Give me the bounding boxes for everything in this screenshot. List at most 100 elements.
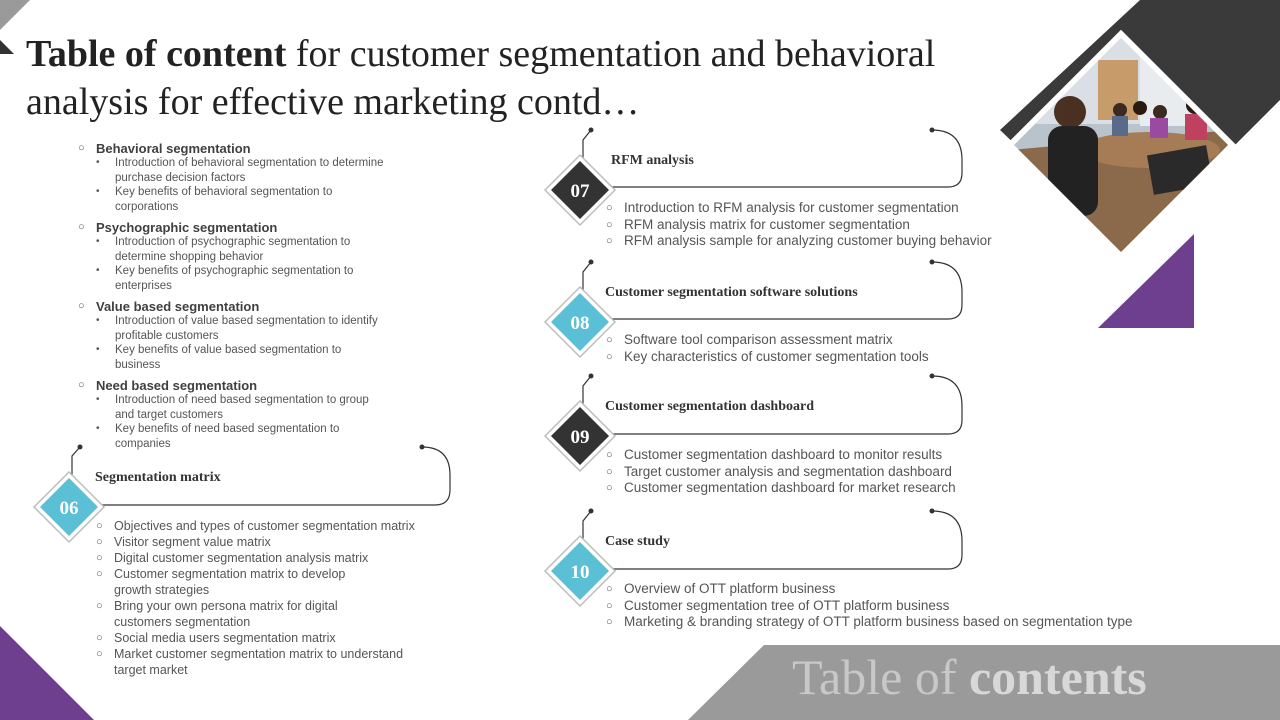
circle-bullet-icon: ○ xyxy=(606,599,613,612)
section-09-frame xyxy=(543,373,963,473)
bottom-left-purple-triangle xyxy=(0,626,94,720)
topic-group: ○ Behavioral segmentation • Introduction o… xyxy=(78,141,438,214)
page-title-rest: for customer segmentation and behavioral… xyxy=(26,33,936,123)
section-item: Objectives and types of customer segment… xyxy=(114,519,415,533)
circle-bullet-icon: ○ xyxy=(606,202,613,214)
circle-bullet-icon: ○ xyxy=(78,379,85,391)
section-item: Visitor segment value matrix xyxy=(114,535,271,549)
dot-bullet-icon: • xyxy=(96,265,100,276)
section-item: Customer segmentation dashboard for mark… xyxy=(624,480,956,495)
section-item: Key characteristics of customer segmenta… xyxy=(624,348,929,364)
circle-bullet-icon: ○ xyxy=(96,536,103,548)
circle-bullet-icon: ○ xyxy=(96,568,103,580)
section-number-07: 07 xyxy=(571,181,591,202)
topic-heading: Value based segmentation xyxy=(96,299,260,314)
section-title-07: RFM analysis xyxy=(611,153,694,168)
dot-bullet-icon: • xyxy=(96,315,100,326)
dot-bullet-icon: • xyxy=(96,394,100,405)
section-item: Overview of OTT platform business xyxy=(624,581,836,596)
section-06-frame xyxy=(32,444,451,544)
section-06-items: ○ Objectives and types of customer segmen… xyxy=(96,518,456,678)
topic-item: Introduction of need based segmentation … xyxy=(115,394,369,421)
circle-bullet-icon: ○ xyxy=(78,142,85,154)
circle-bullet-icon: ○ xyxy=(96,632,103,644)
circle-bullet-icon: ○ xyxy=(606,449,613,461)
section-item: Customer segmentation matrix to develop … xyxy=(114,567,346,597)
dot-bullet-icon: • xyxy=(96,423,100,434)
section-item: RFM analysis sample for analyzing custom… xyxy=(624,233,992,248)
number-diamond-10 xyxy=(551,542,609,600)
section-item: Marketing & branding strategy of OTT pla… xyxy=(624,614,1133,629)
section-item: Introduction to RFM analysis for custome… xyxy=(624,200,959,215)
number-diamond-08 xyxy=(551,293,609,351)
circle-bullet-icon: ○ xyxy=(606,218,613,231)
topic-item: Key benefits of psychographic segmentati… xyxy=(115,265,354,292)
topic-heading: Need based segmentation xyxy=(96,378,258,393)
topic-item: Key benefits of value based segmentation… xyxy=(115,344,342,371)
section-title-08: Customer segmentation software solutions xyxy=(605,285,858,300)
dot-bullet-icon: • xyxy=(96,186,100,197)
section-title-10: Case study xyxy=(605,534,670,549)
section-item: Customer segmentation dashboard to monit… xyxy=(624,447,943,462)
section-number-10: 10 xyxy=(571,562,590,583)
circle-bullet-icon: ○ xyxy=(606,334,613,346)
topic-item: Key benefits of behavioral segmentation … xyxy=(115,186,333,213)
circle-bullet-icon: ○ xyxy=(606,616,613,628)
circle-bullet-icon: ○ xyxy=(606,235,613,247)
number-diamond-06 xyxy=(40,478,98,536)
circle-bullet-icon: ○ xyxy=(96,648,103,660)
number-diamond-07 xyxy=(551,161,609,219)
right-purple-triangle xyxy=(1098,234,1194,328)
top-left-small-arrow xyxy=(0,40,14,54)
section-07-frame xyxy=(543,127,963,227)
topic-group: ○ Need based segmentation • Introduction o… xyxy=(78,378,438,451)
dot-bullet-icon: • xyxy=(96,236,100,247)
section-item: Target customer analysis and segmentatio… xyxy=(624,463,952,479)
topic-heading: Psychographic segmentation xyxy=(96,220,278,235)
section-item: Digital customer segmentation analysis m… xyxy=(114,551,369,565)
section-08-items: ○ Software tool comparison assessment mat… xyxy=(606,332,929,365)
section-number-08: 08 xyxy=(571,313,590,334)
footer-light-text: Table of xyxy=(792,649,969,705)
circle-bullet-icon: ○ xyxy=(606,583,613,595)
circle-bullet-icon: ○ xyxy=(96,600,103,612)
topic-heading: Behavioral segmentation xyxy=(96,141,251,156)
left-topic-list: ○ Behavioral segmentation • Introduction o… xyxy=(78,141,438,457)
topic-item: Introduction of value based segmentation… xyxy=(115,315,378,342)
topic-item: Key benefits of need based segmentation … xyxy=(115,423,340,450)
circle-bullet-icon: ○ xyxy=(78,300,85,312)
section-09-items: ○ Customer segmentation dashboard to moni… xyxy=(606,447,956,497)
circle-bullet-icon: ○ xyxy=(96,552,103,564)
page-title-bold: Table of content xyxy=(26,33,287,75)
dot-bullet-icon: • xyxy=(96,157,100,168)
footer-bold-text: contents xyxy=(968,649,1147,705)
top-left-corner-triangle xyxy=(0,0,30,30)
section-item: Market customer segmentation matrix to u… xyxy=(114,647,404,677)
section-number-06: 06 xyxy=(60,498,79,519)
footer-watermark-title: Table of contents xyxy=(792,648,1147,706)
circle-bullet-icon: ○ xyxy=(96,520,103,532)
circle-bullet-icon: ○ xyxy=(606,482,613,494)
section-number-09: 09 xyxy=(571,427,590,448)
topic-item: Introduction of psychographic segmentati… xyxy=(115,236,351,263)
section-item: Bring your own persona matrix for digita… xyxy=(114,599,338,629)
circle-bullet-icon: ○ xyxy=(606,465,613,478)
circle-bullet-icon: ○ xyxy=(606,350,613,363)
section-item: RFM analysis matrix for customer segment… xyxy=(624,216,910,232)
section-10-items: ○ Overview of OTT platform business ○ Cust… xyxy=(606,581,1133,631)
section-item: Social media users segmentation matrix xyxy=(114,631,336,645)
topic-item: Introduction of behavioral segmentation … xyxy=(115,157,384,184)
section-08-frame xyxy=(543,259,963,359)
number-diamond-09 xyxy=(551,407,609,465)
section-item: Customer segmentation tree of OTT platfo… xyxy=(624,597,950,613)
bottom-right-gray-band xyxy=(688,645,1280,720)
section-title-06: Segmentation matrix xyxy=(95,470,221,485)
circle-bullet-icon: ○ xyxy=(78,221,85,233)
topic-group: ○ Value based segmentation • Introduction … xyxy=(78,299,438,372)
section-10-frame xyxy=(543,508,963,608)
section-07-items: ○ Introduction to RFM analysis for custom… xyxy=(606,200,992,250)
section-item: Software tool comparison assessment matr… xyxy=(624,332,893,347)
page-title: Table of content for customer segmentati… xyxy=(26,30,986,126)
